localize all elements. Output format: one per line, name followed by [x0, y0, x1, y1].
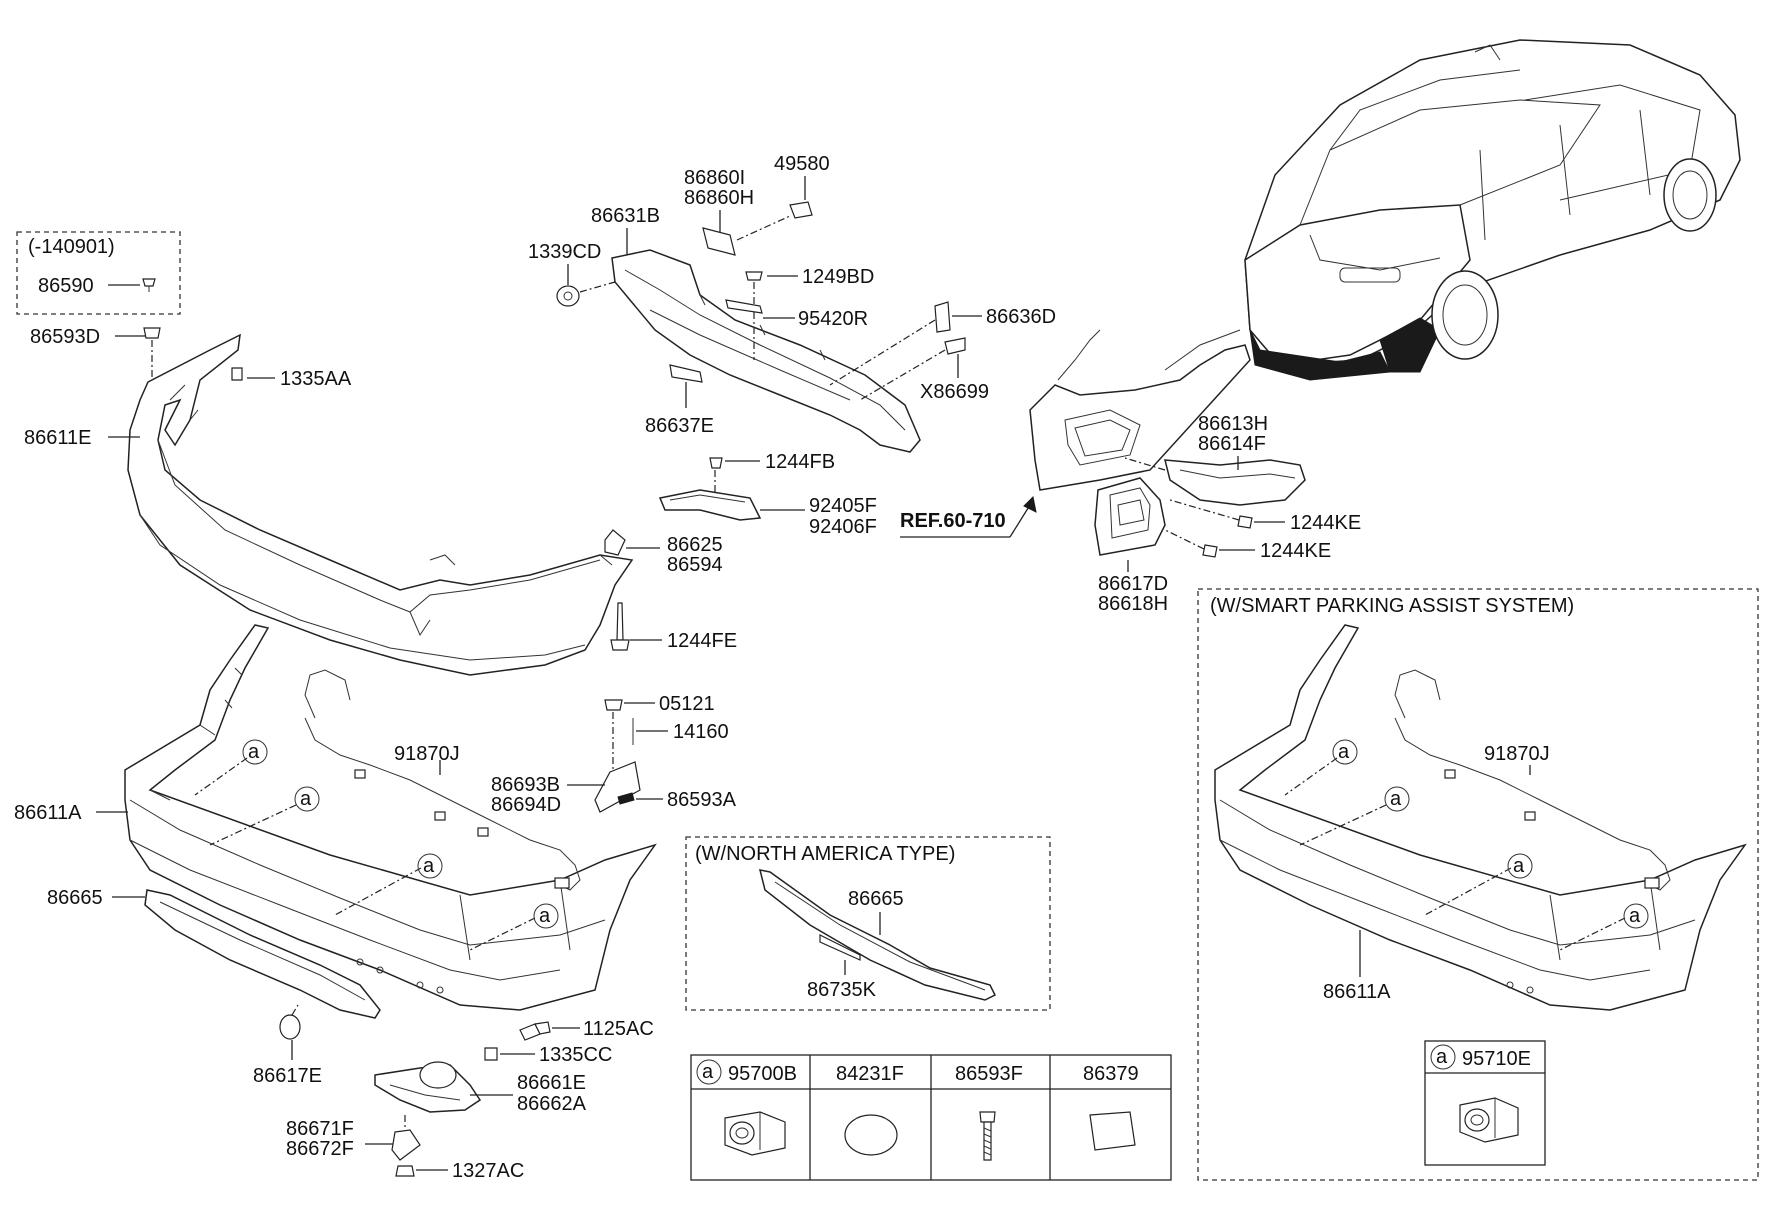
- callout-140901: (-140901): [28, 236, 115, 258]
- spas-marker-a-2: a: [1390, 788, 1402, 810]
- callout-86661E: 86661E: [517, 1072, 586, 1094]
- callout-86611A: 86611A: [14, 802, 82, 824]
- callout-86860I: 86860I: [684, 167, 745, 189]
- spas-marker-a-3: a: [1513, 855, 1525, 877]
- legend-code-86593F: 86593F: [955, 1063, 1023, 1085]
- callout-86665: 86665: [47, 887, 103, 909]
- callout-86694D: 86694D: [491, 794, 561, 816]
- callout-1327AC: 1327AC: [452, 1160, 524, 1182]
- callout-1339CD: 1339CD: [528, 241, 601, 263]
- variant-box-140901: [16, 231, 181, 315]
- callout-86614F: 86614F: [1198, 433, 1266, 455]
- callout-86594: 86594: [667, 554, 723, 576]
- marker-a-2: a: [300, 788, 312, 810]
- legend-code-84231F: 84231F: [836, 1063, 904, 1085]
- callout-1335CC: 1335CC: [539, 1044, 612, 1066]
- callout-86590: 86590: [38, 275, 94, 297]
- callout-86617E: 86617E: [253, 1065, 322, 1087]
- callout-86625: 86625: [667, 534, 723, 556]
- callout-86671F: 86671F: [286, 1118, 354, 1140]
- skid-trim-86665: [144, 889, 381, 1019]
- callout-86593A: 86593A: [667, 789, 737, 811]
- callout-92406F: 92406F: [809, 516, 877, 538]
- callout-1244FB: 1244FB: [765, 451, 835, 473]
- skid-trim-na-86665: [758, 869, 997, 1001]
- callout-86613H: 86613H: [1198, 413, 1268, 435]
- marker-a-1: a: [248, 741, 260, 763]
- pad-icon: [1089, 1111, 1136, 1151]
- screw-icon: [979, 1111, 996, 1161]
- legend-code-95700B: 95700B: [728, 1063, 797, 1085]
- callout-na-86665: 86665: [848, 888, 904, 910]
- callout-1335AA: 1335AA: [280, 368, 352, 390]
- fastener-legend-table: a 95700B 84231F 86593F 86379: [690, 1054, 1172, 1181]
- bracket-86617D: [1094, 477, 1166, 556]
- callout-14160: 14160: [673, 721, 729, 743]
- callout-86631B: 86631B: [591, 205, 660, 227]
- callout-86636D: 86636D: [986, 306, 1056, 328]
- legend-marker-a: a: [702, 1061, 714, 1083]
- callout-95420R: 95420R: [798, 308, 868, 330]
- callout-86860H: 86860H: [684, 187, 754, 209]
- callout-86611E: 86611E: [24, 427, 91, 449]
- callout-91870J: 91870J: [394, 743, 460, 765]
- spas-box: [1197, 588, 1759, 1181]
- lower-bumper-86611A: [124, 624, 657, 1011]
- callout-86693B: 86693B: [491, 774, 560, 796]
- callout-X86699: X86699: [920, 381, 989, 403]
- callout-05121: 05121: [659, 693, 715, 715]
- spas-legend-marker-a: a: [1436, 1046, 1448, 1068]
- callout-1125AC: 1125AC: [583, 1018, 654, 1040]
- north-america-box: [685, 836, 1051, 1011]
- legend-code-86379: 86379: [1083, 1063, 1139, 1085]
- callout-86617D: 86617D: [1098, 573, 1168, 595]
- spas-legend-cell: a 95710E: [1424, 1040, 1546, 1166]
- ref-60-710: REF.60-710: [900, 510, 1006, 532]
- body-panel: [1029, 329, 1251, 491]
- callout-86618H: 86618H: [1098, 593, 1168, 615]
- parking-sensor-icon: [724, 1111, 786, 1156]
- vehicle-illustration: [1244, 39, 1741, 381]
- lamp-bracket-86661E: [374, 1061, 482, 1113]
- legend-code-95710E: 95710E: [1462, 1048, 1531, 1070]
- callout-49580: 49580: [774, 153, 830, 175]
- spas-sensor-icon: [1459, 1097, 1519, 1143]
- callout-na-86735K: 86735K: [807, 979, 877, 1001]
- callout-1244FE: 1244FE: [667, 630, 737, 652]
- spas-lower-bumper: [1214, 624, 1747, 1011]
- callout-spas-91870J: 91870J: [1484, 743, 1550, 765]
- plug-cap-icon: [844, 1114, 898, 1156]
- callout-86662A: 86662A: [517, 1093, 587, 1115]
- spas-marker-a-4: a: [1629, 905, 1641, 927]
- callout-86637E: 86637E: [645, 415, 714, 437]
- marker-a-3: a: [423, 855, 435, 877]
- callout-spas-86611A: 86611A: [1323, 981, 1391, 1003]
- callout-1244KE-b: 1244KE: [1260, 540, 1331, 562]
- bumper-beam-86631B: [611, 249, 921, 453]
- marker-a-4: a: [539, 905, 551, 927]
- bracket-86613H: [1164, 459, 1306, 506]
- spas-marker-a-1: a: [1338, 741, 1350, 763]
- callout-92405F: 92405F: [809, 495, 877, 517]
- spas-title: (W/SMART PARKING ASSIST SYSTEM): [1210, 595, 1574, 617]
- rear-bumper-cover-86611E: [127, 333, 634, 676]
- reflector-92405F: [658, 489, 762, 521]
- callout-1244KE-a: 1244KE: [1290, 512, 1361, 534]
- callout-1249BD: 1249BD: [802, 266, 874, 288]
- north-america-title: (W/NORTH AMERICA TYPE): [695, 843, 955, 865]
- callout-86672F: 86672F: [286, 1138, 354, 1160]
- callout-86593D: 86593D: [30, 326, 100, 348]
